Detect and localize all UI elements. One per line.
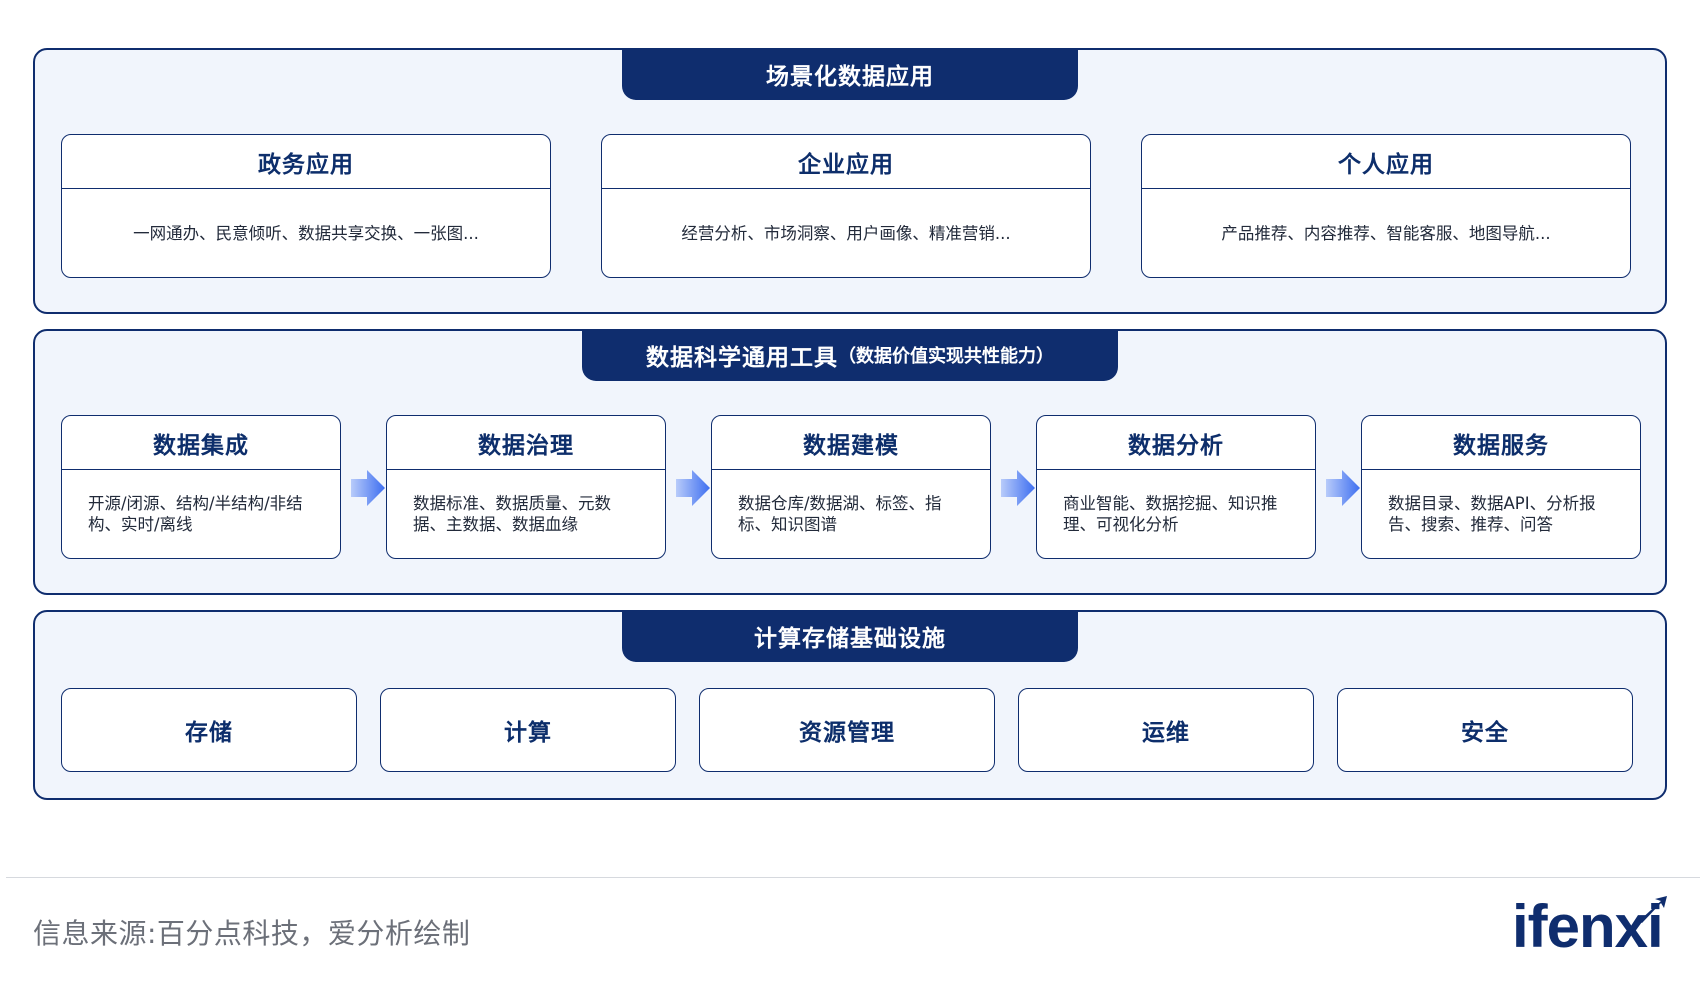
tool-title: 数据分析 [1037,416,1315,470]
gov-app-desc: 一网通办、民意倾听、数据共享交换、一张图... [133,223,479,243]
tool-desc: 开源/闭源、结构/半结构/非结构、实时/离线 [88,494,303,534]
tool-desc: 数据标准、数据质量、元数据、主数据、数据血缘 [413,494,611,534]
tool-card-governance: 数据治理 数据标准、数据质量、元数据、主数据、数据血缘 [386,415,666,559]
infra-item-compute: 计算 [380,688,676,772]
tool-desc: 商业智能、数据挖掘、知识推理、可视化分析 [1063,494,1278,534]
infra-item-storage: 存储 [61,688,357,772]
tool-card-service: 数据服务 数据目录、数据API、分析报告、搜索、推荐、问答 [1361,415,1641,559]
enterprise-app-card: 企业应用 经营分析、市场洞察、用户画像、精准营销... [601,134,1091,278]
logo-text: ifenxi [1512,893,1664,960]
tool-desc: 数据仓库/数据湖、标签、指标、知识图谱 [738,494,942,534]
tool-card-modeling: 数据建模 数据仓库/数据湖、标签、指标、知识图谱 [711,415,991,559]
tool-desc: 数据目录、数据API、分析报告、搜索、推荐、问答 [1388,494,1596,534]
tool-title: 数据治理 [387,416,665,470]
tool-card-integration: 数据集成 开源/闭源、结构/半结构/非结构、实时/离线 [61,415,341,559]
tools-section: 数据科学通用工具（数据价值实现共性能力） 数据集成 开源/闭源、结构/半结构/非… [33,329,1667,595]
logo-swoosh-icon [1638,896,1667,923]
footer-divider [6,877,1700,878]
arrow-right-icon [676,470,710,506]
infra-section-title: 计算存储基础设施 [622,610,1078,662]
gov-app-card: 政务应用 一网通办、民意倾听、数据共享交换、一张图... [61,134,551,278]
enterprise-app-desc: 经营分析、市场洞察、用户画像、精准营销... [681,223,1011,243]
personal-app-desc: 产品推荐、内容推荐、智能客服、地图导航... [1221,223,1551,243]
gov-app-title: 政务应用 [62,135,550,189]
tools-section-subtitle: （数据价值实现共性能力） [838,346,1054,367]
source-note: 信息来源:百分点科技，爱分析绘制 [33,917,471,950]
infra-item-security: 安全 [1337,688,1633,772]
tools-section-title: 数据科学通用工具 [646,345,838,371]
infra-item-resource-management: 资源管理 [699,688,995,772]
tool-card-analysis: 数据分析 商业智能、数据挖掘、知识推理、可视化分析 [1036,415,1316,559]
enterprise-app-title: 企业应用 [602,135,1090,189]
arrow-right-icon [1001,470,1035,506]
infra-item-operations: 运维 [1018,688,1314,772]
scenario-section-title: 场景化数据应用 [622,48,1078,100]
tools-section-title-bar: 数据科学通用工具（数据价值实现共性能力） [582,329,1118,381]
tool-title: 数据服务 [1362,416,1640,470]
arrow-right-icon [1326,470,1360,506]
infra-section: 计算存储基础设施 存储 计算 资源管理 运维 安全 [33,610,1667,800]
arrow-right-icon [351,470,385,506]
personal-app-title: 个人应用 [1142,135,1630,189]
scenario-section: 场景化数据应用 政务应用 一网通办、民意倾听、数据共享交换、一张图... 企业应… [33,48,1667,314]
tool-title: 数据集成 [62,416,340,470]
personal-app-card: 个人应用 产品推荐、内容推荐、智能客服、地图导航... [1141,134,1631,278]
ifenxi-logo: ifenxi [1512,893,1667,960]
tool-title: 数据建模 [712,416,990,470]
